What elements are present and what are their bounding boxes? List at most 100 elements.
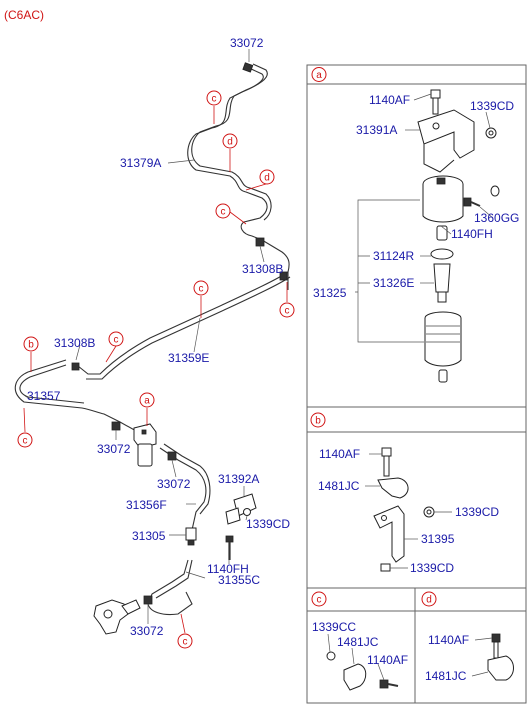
leader-line <box>259 245 265 263</box>
ref-circle: c <box>108 331 124 347</box>
svg-text:d: d <box>426 595 432 606</box>
filter-element <box>433 263 451 303</box>
bracket-31392a <box>225 493 257 525</box>
nut-icon <box>326 651 336 661</box>
detail-panel-a: a <box>306 64 527 408</box>
part-label: 33072 <box>157 477 191 491</box>
part-label: 31356F <box>126 498 167 512</box>
ref-circle: d <box>259 169 275 185</box>
part-label: 1339CD <box>455 505 499 519</box>
tube-nut <box>111 421 121 431</box>
fitting-31305 <box>185 527 197 546</box>
ref-circle: c <box>17 432 33 448</box>
part-label: 31325 <box>313 286 347 300</box>
fuel-tube-mid-right <box>261 239 290 290</box>
svg-text:b: b <box>315 416 321 427</box>
fuel-tube-31355c-edge <box>155 559 193 599</box>
ref-circle: c <box>215 203 231 219</box>
part-label: 31359E <box>168 351 209 365</box>
fuel-tube-lower-edge <box>163 443 211 515</box>
part-label: 1140FH <box>451 227 493 241</box>
part-label: 1140AF <box>367 653 408 667</box>
part-label: 31124R <box>373 249 414 263</box>
part-label: 1481JC <box>425 669 467 683</box>
fuel-tube-31357 <box>14 359 139 433</box>
main-labels: 33072 31379A 31308B 31359E 31308B 31357 … <box>27 36 290 638</box>
svg-text:c: c <box>114 335 119 346</box>
bolt-icon <box>381 447 392 477</box>
ref-circle: d <box>222 133 238 149</box>
ref-leader <box>105 345 117 363</box>
o-ring-icon <box>430 248 454 260</box>
filter-stem <box>436 225 448 241</box>
part-label: 1339CD <box>410 561 454 575</box>
part-label: 1339CC <box>312 620 356 634</box>
part-label: 1140AF <box>369 93 410 107</box>
tube-nut <box>167 451 177 461</box>
part-label: 1140AF <box>319 447 360 461</box>
part-label: 33072 <box>230 36 264 50</box>
bolt-icon <box>225 535 234 560</box>
part-label: 31308B <box>54 336 95 350</box>
washer-icon <box>490 185 500 197</box>
nut-icon <box>380 563 391 572</box>
tube-nut <box>71 362 80 371</box>
bolt-icon <box>379 679 399 689</box>
leader-line <box>193 317 201 353</box>
svg-text:c: c <box>285 306 290 317</box>
part-label: 1481JC <box>337 635 379 649</box>
part-label: 31357 <box>27 389 61 403</box>
nut-icon <box>423 506 435 518</box>
svg-text:c: c <box>183 637 188 648</box>
clip-icon <box>487 655 514 681</box>
bolt-icon <box>430 89 441 115</box>
part-label: 1360GG <box>474 211 519 225</box>
ref-leader <box>245 183 267 191</box>
nut-icon <box>243 508 251 516</box>
part-label: 1481JC <box>318 479 360 493</box>
leader-line <box>171 459 177 478</box>
svg-text:b: b <box>28 340 34 351</box>
svg-text:c: c <box>317 595 322 606</box>
leader-line <box>24 395 31 400</box>
ref-circle: a <box>139 392 155 408</box>
ref-circle: c <box>177 633 193 649</box>
part-label: 1140FH <box>207 562 249 576</box>
model-code: (C6AC) <box>4 8 44 22</box>
part-label: 33072 <box>130 624 164 638</box>
filter-head <box>422 175 464 223</box>
fuel-tube-31357-edge <box>19 364 85 404</box>
svg-text:c: c <box>212 94 217 105</box>
filter-bowl <box>424 311 462 383</box>
clip-icon <box>343 663 367 691</box>
part-label: 31379A <box>120 156 161 170</box>
svg-text:c: c <box>23 436 28 447</box>
part-label: 1339CD <box>246 517 290 531</box>
ref-leader <box>180 613 186 634</box>
ref-leader <box>23 407 26 433</box>
leader-line <box>245 515 248 521</box>
leader-line <box>167 159 195 164</box>
svg-text:c: c <box>221 207 226 218</box>
nut-icon <box>485 127 497 139</box>
detail-panel-d: d <box>414 587 527 704</box>
fuel-tube-31355c <box>147 559 193 616</box>
svg-text:d: d <box>264 173 270 184</box>
svg-text:c: c <box>199 284 204 295</box>
svg-text:d: d <box>227 137 233 148</box>
bracket-31391a <box>417 109 475 173</box>
part-label: 31308B <box>242 262 283 276</box>
part-label: 31355C <box>218 573 260 587</box>
part-label: 1339CD <box>470 99 514 113</box>
part-label: 33072 <box>97 442 131 456</box>
fuel-tube-lower <box>159 447 207 531</box>
bracket-31395 <box>373 505 405 563</box>
clip-icon <box>377 477 409 499</box>
tube-nut <box>143 595 153 605</box>
part-label: 31326E <box>373 276 414 290</box>
ref-circle: b <box>23 336 39 352</box>
tube-nut <box>242 62 254 73</box>
fuel-pump-assembly <box>93 599 141 635</box>
svg-text:a: a <box>144 396 150 407</box>
filter-bracket <box>133 423 157 467</box>
